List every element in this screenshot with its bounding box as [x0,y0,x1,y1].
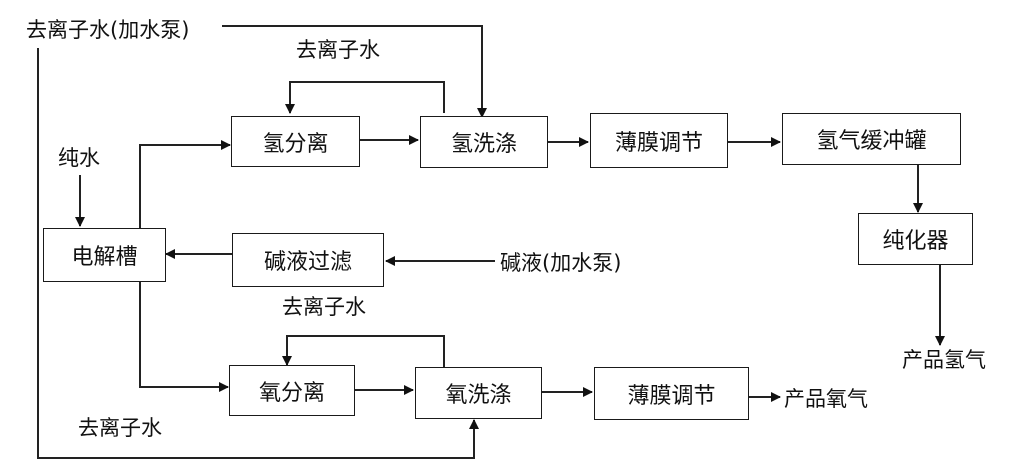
h2-wash-box: 氢洗涤 [420,116,548,168]
h2-buffer-tank-box: 氢气缓冲罐 [782,113,961,165]
lye-pump-label: 碱液(加水泵) [500,251,622,275]
o2-separator-box: 氧分离 [229,365,355,416]
purifier-box: 纯化器 [858,213,973,265]
h2-separator-box: 氢分离 [231,116,360,167]
deionized-water-label-mid: 去离子水 [282,295,366,319]
pure-water-label: 纯水 [58,146,100,170]
product-hydrogen-label: 产品氢气 [902,348,986,372]
o2-wash-box: 氧洗涤 [415,367,542,419]
line-o2-recycle [282,335,445,370]
h2-membrane-box: 薄膜调节 [590,113,728,168]
line-electrolyzer-to-o2sep [139,282,229,392]
product-oxygen-label: 产品氧气 [784,387,868,411]
deionized-water-label-top: 去离子水 [296,38,380,62]
o2-membrane-box: 薄膜调节 [594,367,749,420]
lye-filter-box: 碱液过滤 [232,233,384,287]
deionized-water-pump-label: 去离子水(加水泵) [26,18,190,42]
deionized-water-label-bottom: 去离子水 [78,416,162,440]
line-h2-recycle [285,81,445,114]
line-deionized-to-o2-wash [37,48,479,459]
electrolyzer-box: 电解槽 [43,228,166,282]
line-electrolyzer-to-h2sep [139,140,231,228]
line-deionized-to-h2-wash [222,25,487,118]
